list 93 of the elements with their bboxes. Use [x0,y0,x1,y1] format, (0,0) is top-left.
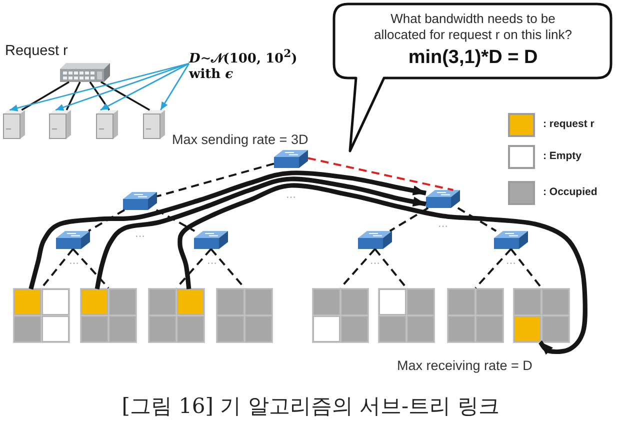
rate-label: Max sending rate = 3D [172,131,308,148]
formula-text: min(3,1)*D = D [407,47,539,69]
link-line [40,248,74,289]
switch-icon [494,231,528,249]
slot-square [14,289,41,315]
link-line [308,157,454,191]
slot-square [407,289,434,315]
slot-square [514,289,541,315]
slot-square [245,289,272,315]
slot-grid [216,288,273,343]
ellipsis-label: ··· [135,232,145,242]
slot-square [542,289,569,315]
flow-arrow [178,183,588,354]
slot-grid [13,288,70,343]
slot-square [177,289,204,315]
slot-square [313,316,340,342]
slot-square [42,316,69,342]
ellipsis-label: ··· [286,193,296,203]
figure-caption: [그림 16] 기 알고리즘의 서브-트리 링크 [122,393,500,419]
slot-square [379,289,406,315]
slot-grid [80,288,137,343]
link-line [156,162,274,198]
link-line [389,207,429,232]
server-icon [3,110,25,139]
link-line [457,207,497,232]
switch-icon [274,150,308,168]
slot-square [217,316,244,342]
switch-icon [194,231,228,249]
slot-square [514,316,541,342]
leader-line [55,62,190,111]
legend-label: : request r [543,118,594,131]
slot-grid [378,288,435,343]
ellipsis-label: ··· [438,222,448,232]
switch-icon [56,231,90,249]
ellipsis-label: ··· [370,259,380,269]
slot-square [407,316,434,342]
slot-grid [148,288,205,343]
link-line [88,209,125,232]
cable-line [89,82,110,110]
link-line [156,209,196,232]
leader-line [9,62,190,112]
rate-label: Max receiving rate = D [397,357,532,374]
slot-square [149,316,176,342]
slot-square [476,289,503,315]
link-line [176,248,212,289]
slot-square [341,289,368,315]
cable-line [100,81,150,111]
question-text: What bandwidth needs to be allocated for request r on this link? [373,11,573,43]
switch-icon [60,63,110,82]
link-line [72,248,110,289]
slot-square [149,289,176,315]
legend-label: : Empty [543,150,582,163]
leader-line [160,63,190,110]
link-line [510,248,542,289]
slot-square [245,316,272,342]
slot-square [217,289,244,315]
switch-icon [123,192,157,210]
slot-square [109,316,136,342]
flow-arrow [94,176,426,290]
link-line [340,248,376,289]
distribution-label: D∼𝒩(100, 10$^{2}$) with ϵ [189,46,300,84]
slot-grid [447,288,504,343]
slot-square [177,316,204,342]
slot-square [109,289,136,315]
slot-grid [513,288,570,343]
slot-square [448,289,475,315]
slot-square [81,289,108,315]
ellipsis-label: ··· [207,259,217,269]
server-icon [96,110,118,139]
server-icon [49,110,71,139]
slot-square [313,289,340,315]
slot-square [341,316,368,342]
server-icon [143,110,165,139]
slot-square [542,316,569,342]
slot-square [448,316,475,342]
cable-line [66,82,81,110]
switch-icon [426,190,460,208]
flow-arrow [28,170,426,290]
slot-grid [312,288,369,343]
cable-line [21,81,70,111]
title-label: Request r [5,43,68,60]
link-line [474,248,512,289]
slot-square [14,316,41,342]
slot-square [379,316,406,342]
slot-square [42,289,69,315]
ellipsis-label: ··· [506,259,516,269]
slot-square [476,316,503,342]
switch-icon [358,231,392,249]
legend-label: : Occupied [543,186,598,199]
slot-square [81,316,108,342]
leader-line [100,62,190,111]
ellipsis-label: ··· [69,259,79,269]
link-line [374,248,408,289]
